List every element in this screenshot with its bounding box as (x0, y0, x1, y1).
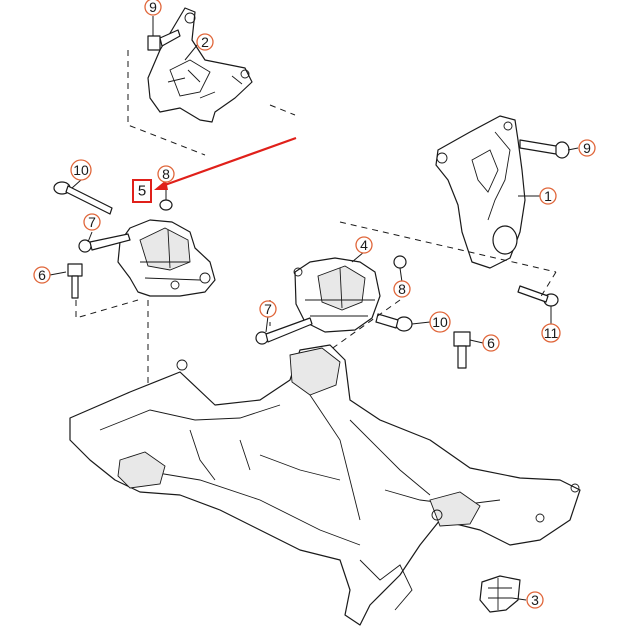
bolt-part-6-left (67, 263, 83, 299)
callout-10-left: 10 (70, 159, 92, 181)
highlight-arrow (154, 136, 297, 190)
bolt-part-10-mid (375, 313, 413, 332)
svg-text:9: 9 (149, 0, 157, 15)
bolt-part-7-left (78, 233, 131, 253)
bolt-part-6-mid (453, 331, 471, 369)
bolt-part-9-right (519, 139, 570, 159)
svg-text:7: 7 (264, 301, 272, 317)
leader-lines (49, 16, 579, 601)
callout-6-left: 6 (33, 266, 51, 284)
bracket-part-2 (147, 7, 253, 123)
svg-text:11: 11 (544, 325, 559, 341)
svg-text:8: 8 (162, 166, 170, 182)
svg-text:1: 1 (544, 188, 552, 204)
bolt-part-7-mid (255, 317, 313, 345)
svg-text:3: 3 (531, 592, 539, 608)
callout-11: 11 (541, 323, 561, 343)
callout-1: 1 (539, 187, 557, 205)
callout-7-left: 7 (83, 213, 101, 231)
svg-text:9: 9 (583, 140, 591, 156)
bolt-part-10-left (53, 181, 113, 215)
dashed-outline-top (127, 50, 296, 156)
svg-text:4: 4 (360, 237, 368, 253)
svg-text:2: 2 (201, 34, 209, 50)
callout-6-mid: 6 (482, 334, 500, 352)
svg-text:7: 7 (88, 214, 96, 230)
svg-text:10: 10 (432, 314, 448, 330)
svg-text:10: 10 (73, 162, 89, 178)
engine-mount-part-5 (117, 219, 216, 297)
callout-2: 2 (196, 33, 214, 51)
callout-3: 3 (526, 591, 544, 609)
clip-part-3 (479, 575, 521, 613)
svg-text:8: 8 (398, 281, 406, 297)
nut-part-8-mid (393, 255, 407, 269)
callout-7-mid: 7 (259, 300, 277, 318)
bracket-part-1 (435, 115, 526, 269)
callout-4: 4 (355, 236, 373, 254)
callout-8-mid: 8 (393, 280, 411, 298)
callout-9-right: 9 (578, 139, 596, 157)
bolt-part-11 (517, 285, 559, 307)
callout-8-left: 8 (157, 165, 175, 183)
bolt-part-9-top (147, 29, 181, 51)
svg-text:5: 5 (138, 183, 146, 200)
svg-text:6: 6 (487, 335, 495, 351)
dashed-outline-right (339, 221, 557, 299)
highlight-label-5: 5 (132, 179, 152, 203)
subframe (69, 344, 581, 626)
engine-mount-part-4 (293, 257, 381, 333)
callout-10-mid: 10 (429, 311, 451, 333)
svg-text:6: 6 (38, 267, 46, 283)
nut-part-8-left (159, 199, 173, 211)
callout-9-top: 9 (144, 0, 162, 16)
